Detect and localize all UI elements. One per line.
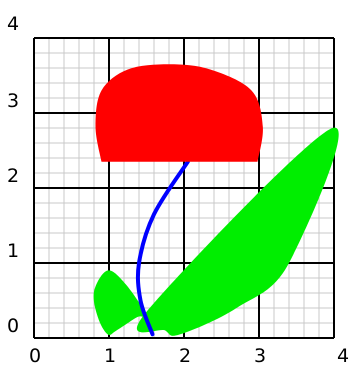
y-tick-0: 0	[7, 315, 19, 337]
shapes-layer	[93, 64, 339, 337]
cap	[95, 64, 263, 162]
x-tick-1: 1	[104, 345, 116, 365]
y-tick-4: 4	[7, 13, 19, 35]
small-leaf	[93, 270, 147, 336]
x-tick-0: 0	[29, 345, 41, 365]
large-leaf	[136, 127, 339, 336]
y-tick-3: 3	[7, 90, 19, 112]
x-tick-3: 3	[254, 345, 266, 365]
x-tick-2: 2	[179, 345, 191, 365]
y-tick-2: 2	[7, 165, 19, 187]
stem	[135, 159, 190, 337]
tick-labels: 0 1 2 3 4 0 1 2 3 4	[7, 13, 349, 365]
y-tick-1: 1	[7, 240, 19, 262]
x-tick-4: 4	[337, 345, 349, 365]
